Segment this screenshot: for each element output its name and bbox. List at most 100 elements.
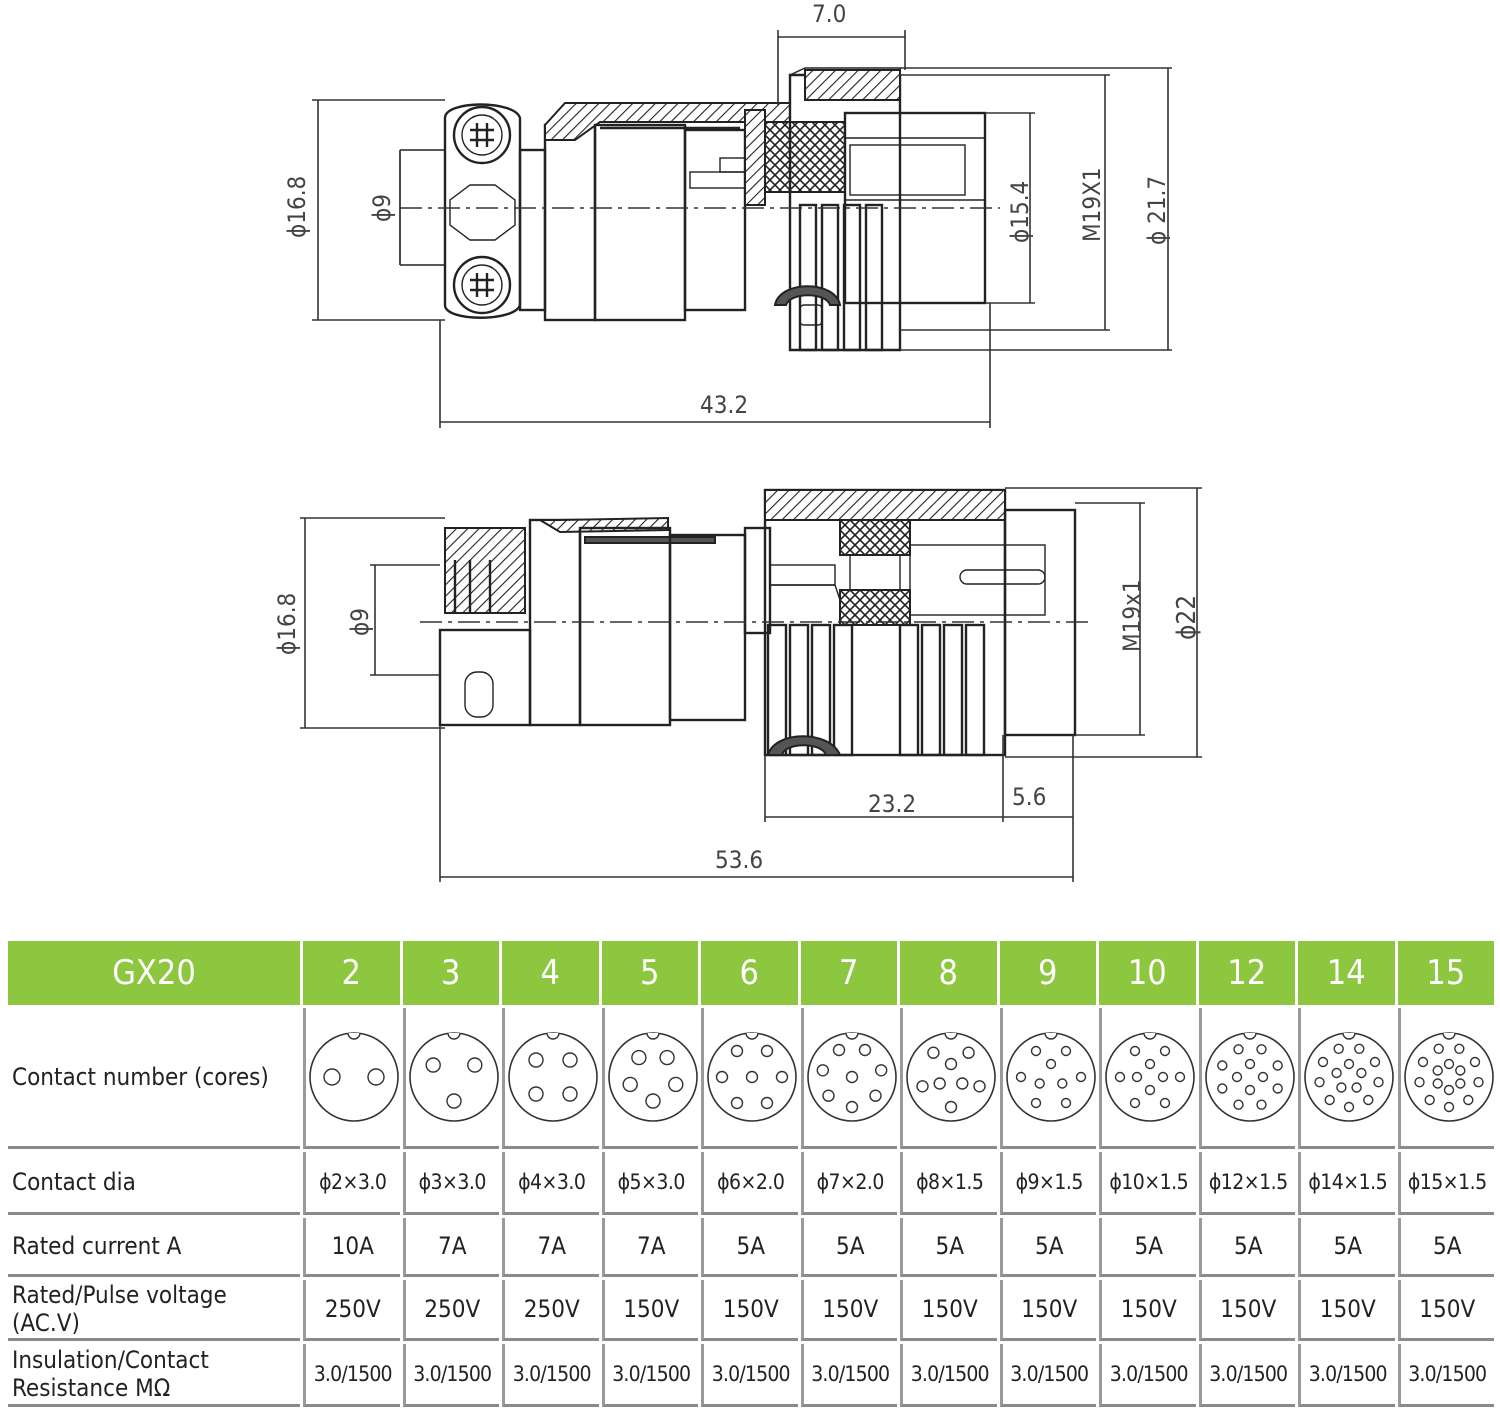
spec-table: GX20 2 3 4 5 6 7 8 9 10 12 14 15 Contact…: [5, 938, 1497, 1410]
pinout-4-icon: [508, 1032, 598, 1122]
dim-label: 23.2: [868, 790, 916, 818]
dim-label: ϕ 21.7: [1143, 176, 1171, 245]
col-header: 2: [303, 941, 400, 1005]
table-header-row: GX20 2 3 4 5 6 7 8 9 10 12 14 15: [8, 941, 1494, 1005]
dim-m19x1-bottom: M19x1: [1075, 502, 1146, 736]
table-cell: 5A: [900, 1218, 997, 1277]
table-cell: 3.0/1500: [701, 1344, 798, 1407]
pinout-3-icon: [408, 1032, 499, 1122]
table-cell: ϕ5×3.0: [601, 1152, 698, 1215]
dim-53-6: 53.6: [439, 725, 1074, 882]
table-cell: 150V: [601, 1280, 698, 1341]
dim-23-2: 23.2: [764, 735, 1004, 822]
table-cell: 5A: [1397, 1218, 1494, 1277]
table-cell: 5A: [701, 1218, 798, 1277]
dim-d9-bottom: ϕ9: [346, 564, 440, 676]
dim-d21-7: ϕ 21.7: [900, 67, 1172, 351]
dim-label: ϕ16.8: [283, 176, 311, 238]
rated-current-row: Rated current A 10A 7A 7A 7A 5A 5A 5A 5A…: [8, 1218, 1494, 1277]
table-cell: 7A: [601, 1218, 698, 1277]
pinout-cell: [601, 1008, 698, 1149]
table-cell: ϕ12×1.5: [1198, 1152, 1295, 1215]
table-cell: 5A: [800, 1218, 897, 1277]
col-header: 9: [999, 941, 1096, 1005]
row-label-insulation: Insulation/Contact Resistance MΩ: [8, 1344, 300, 1407]
pinout-cell: [502, 1008, 599, 1149]
table-cell: ϕ3×3.0: [402, 1152, 499, 1215]
table-cell: 150V: [1198, 1280, 1295, 1341]
dim-label: ϕ15.4: [1006, 181, 1034, 243]
pinout-cell: [701, 1008, 798, 1149]
col-header: 15: [1397, 941, 1494, 1005]
col-header: 7: [800, 941, 897, 1005]
insulation-row: Insulation/Contact Resistance MΩ 3.0/150…: [8, 1344, 1494, 1407]
table-cell: 3.0/1500: [1198, 1344, 1295, 1407]
table-cell: 150V: [1397, 1280, 1494, 1341]
table-cell: 250V: [502, 1280, 599, 1341]
table-cell: ϕ9×1.5: [999, 1152, 1096, 1215]
table-cell: ϕ2×3.0: [303, 1152, 400, 1215]
clamp-screw-top: [452, 105, 512, 165]
pinout-cell: [1298, 1008, 1395, 1149]
table-cell: 5A: [1198, 1218, 1295, 1277]
row-label-contact-dia: Contact dia: [8, 1152, 300, 1215]
table-cell: ϕ8×1.5: [900, 1152, 997, 1215]
pinout-7-icon: [806, 1032, 897, 1122]
row-label-contacts: Contact number (cores): [8, 1008, 300, 1149]
table-cell: 3.0/1500: [800, 1344, 897, 1407]
table-cell: ϕ6×2.0: [701, 1152, 798, 1215]
dim-label: ϕ9: [368, 194, 396, 222]
table-cell: 3.0/1500: [601, 1344, 698, 1407]
coupling-ribs-top: [798, 203, 884, 352]
pinout-cell: [1198, 1008, 1295, 1149]
table-cell: ϕ4×3.0: [502, 1152, 599, 1215]
dim-d22: ϕ22: [1005, 487, 1202, 758]
table-cell: 3.0/1500: [1099, 1344, 1196, 1407]
rated-voltage-row: Rated/Pulse voltage (AC.V) 250V 250V 250…: [8, 1280, 1494, 1341]
dim-43-2: 43.2: [439, 303, 991, 428]
clamp-screw-bottom: [452, 255, 512, 315]
pinout-10-icon: [1105, 1032, 1195, 1122]
col-header: 12: [1198, 941, 1295, 1005]
pinout-cell: [800, 1008, 897, 1149]
dim-7-0: 7.0: [777, 0, 906, 105]
pinout-9-icon: [1005, 1032, 1096, 1122]
dim-label: ϕ9: [346, 608, 374, 636]
dim-label: 5.6: [1012, 783, 1046, 811]
dim-label: M19x1: [1118, 579, 1146, 652]
col-header: 5: [601, 941, 698, 1005]
dim-label: ϕ16.8: [273, 593, 301, 655]
pinout-cell: [303, 1008, 400, 1149]
pinout-cell: [1099, 1008, 1196, 1149]
dim-label: ϕ22: [1172, 595, 1202, 640]
table-cell: 150V: [701, 1280, 798, 1341]
col-header: 6: [701, 941, 798, 1005]
bottom-connector-drawing: ϕ16.8 ϕ9 M19x1 ϕ22 23.2: [273, 487, 1202, 882]
table-cell: 10A: [303, 1218, 400, 1277]
table-cell: 3.0/1500: [303, 1344, 400, 1407]
table-cell: 5A: [999, 1218, 1096, 1277]
table-cell: 7A: [402, 1218, 499, 1277]
dim-d16-8-top: ϕ16.8: [283, 99, 445, 321]
table-cell: 5A: [1099, 1218, 1196, 1277]
connector-drawings: 7.0 ϕ16.8 ϕ9 ϕ15.4 M19X1 ϕ 21: [273, 0, 1202, 882]
pinout-cell: [900, 1008, 997, 1149]
pinout-cell: [1397, 1008, 1494, 1149]
table-cell: 3.0/1500: [900, 1344, 997, 1407]
table-cell: ϕ10×1.5: [1099, 1152, 1196, 1215]
table-cell: 150V: [800, 1280, 897, 1341]
table-cell: 150V: [900, 1280, 997, 1341]
contact-number-row: Contact number (cores): [8, 1008, 1494, 1149]
dim-label: 7.0: [812, 0, 846, 28]
table-cell: ϕ14×1.5: [1298, 1152, 1395, 1215]
pinout-2-icon: [309, 1032, 399, 1122]
col-header: 10: [1099, 941, 1196, 1005]
pinout-14-icon: [1304, 1032, 1394, 1122]
pinout-8-icon: [906, 1032, 996, 1122]
col-header: 3: [402, 941, 499, 1005]
table-cell: 3.0/1500: [999, 1344, 1096, 1407]
table-cell: 250V: [402, 1280, 499, 1341]
dim-label: 53.6: [715, 846, 763, 874]
table-cell: 150V: [999, 1280, 1096, 1341]
table-cell: 3.0/1500: [1298, 1344, 1395, 1407]
